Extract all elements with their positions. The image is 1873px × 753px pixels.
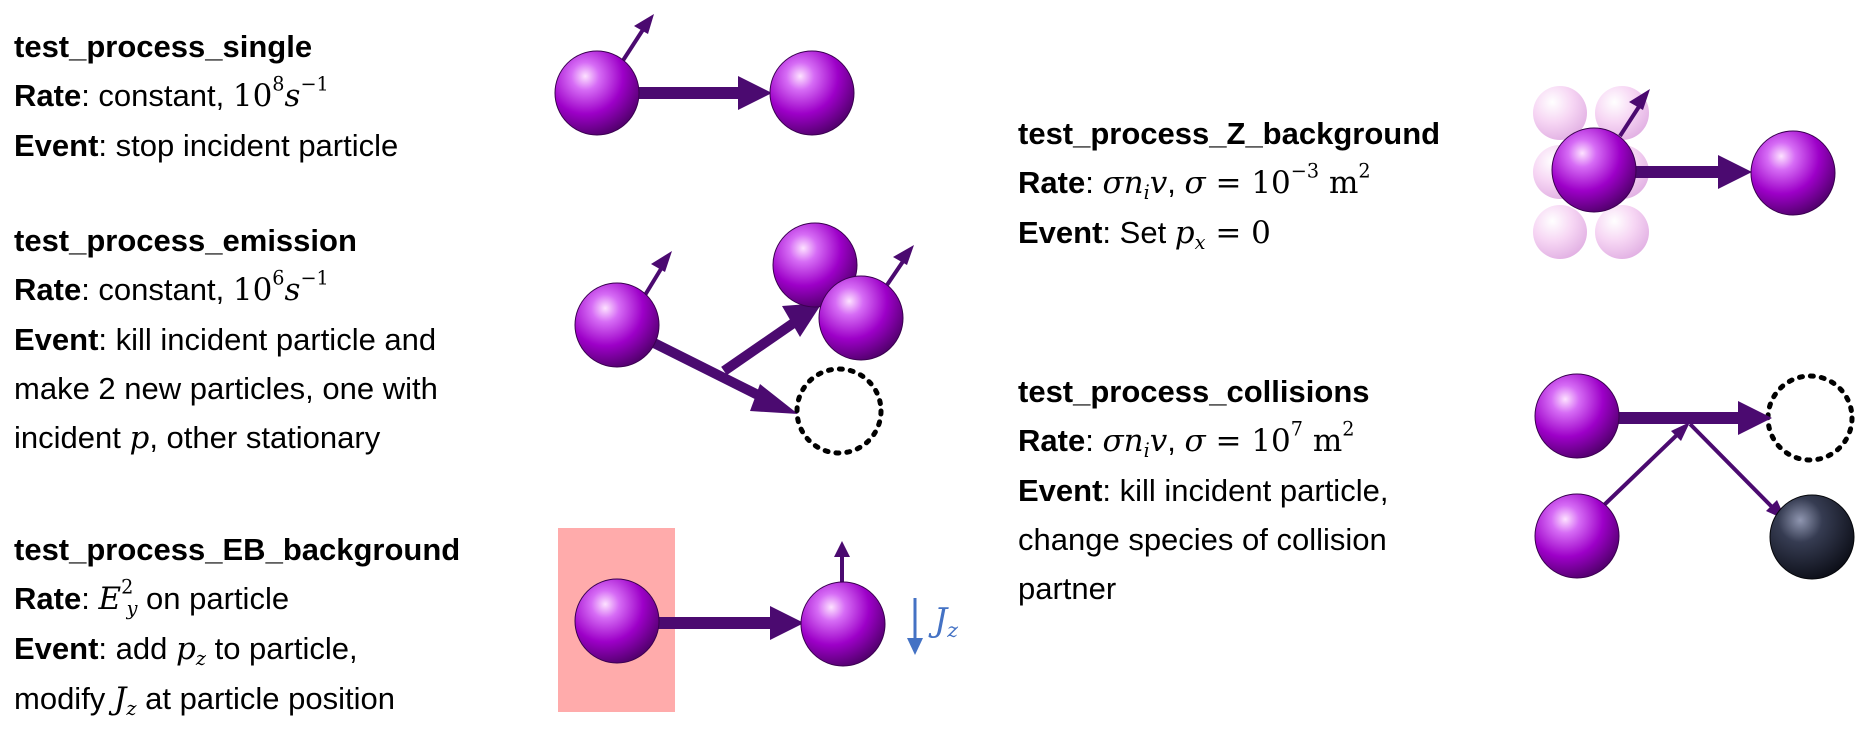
momentum-arrow-head <box>634 14 654 34</box>
momentum-arrow-head <box>893 245 914 265</box>
particle-incident <box>554 50 640 136</box>
partner-arrow-out <box>1688 422 1777 512</box>
event-label: Event <box>14 128 99 163</box>
block-z-background: test_process_Z_background Rate: σniv, σ … <box>1018 109 1440 258</box>
partner-arrow-in <box>1600 430 1682 509</box>
event-label: Event <box>1018 215 1103 250</box>
rate-value: = 107 m2 <box>1205 417 1355 459</box>
process-title: test_process_collisions <box>1018 374 1370 409</box>
block-collisions: test_process_collisions Rate: σniv, σ = … <box>1018 367 1388 613</box>
event-line: Event: stop incident particle <box>14 121 398 170</box>
rate-line: Rate: σniv, σ = 10−3 m2 <box>1018 159 1371 204</box>
block-eb-background: test_process_EB_background Rate: E2y on … <box>14 525 460 724</box>
process-title: test_process_Z_background <box>1018 116 1441 151</box>
particle-stationary-empty <box>794 366 884 456</box>
rate-line: Rate: constant, 106s−1 <box>14 265 438 315</box>
event-label: Event <box>1018 473 1103 508</box>
emission-arrow-upper-head <box>782 303 822 337</box>
background-particle <box>1533 205 1587 259</box>
rate-value: 108s−1 <box>232 72 329 114</box>
rate-expression: E2y <box>98 575 138 620</box>
collision-arrow-head <box>1738 401 1772 435</box>
event-line: Event: kill incident particle, <box>1018 473 1389 508</box>
diagram-collisions <box>1534 373 1855 580</box>
particle-partner <box>1534 493 1620 579</box>
particle-incident <box>1551 127 1637 213</box>
transition-arrow-head <box>738 76 772 110</box>
block-single: test_process_single Rate: constant, 108s… <box>14 22 398 170</box>
momentum-arrow <box>620 23 648 64</box>
momentum-arrow <box>1618 100 1644 138</box>
rate-value: 106s−1 <box>232 266 329 308</box>
event-line: Event: add pz to particle, <box>14 631 358 670</box>
rate-label: Rate <box>1018 423 1086 458</box>
event-line: Event: Set px = 0 <box>1018 215 1271 254</box>
diagram-emission <box>574 222 914 456</box>
event-line-3: partner <box>1018 571 1117 606</box>
particle-incident <box>574 578 660 664</box>
event-text: : kill incident particle and <box>98 322 437 357</box>
particle-changed-species <box>1769 494 1855 580</box>
event-line-3: incident p, other stationary <box>14 420 381 456</box>
particle-stopped <box>1750 130 1836 216</box>
diagram-eb-background <box>558 528 923 712</box>
rate-text: : constant, <box>81 272 233 307</box>
particle-incident <box>1534 373 1620 459</box>
event-line-2: change species of collision <box>1018 522 1387 557</box>
emission-arrow-lower-head <box>750 384 798 414</box>
transition-arrow-head <box>770 606 804 640</box>
rate-line: Rate: constant, 108s−1 <box>14 71 398 121</box>
rate-label: Rate <box>1018 165 1086 200</box>
rate-line: Rate: σniv, σ = 107 m2 <box>1018 417 1355 462</box>
rate-text: : constant, <box>81 78 233 113</box>
event-text: : stop incident particle <box>98 128 399 163</box>
background-particle <box>1533 86 1587 140</box>
block-emission: test_process_emission Rate: constant, 10… <box>14 216 438 463</box>
process-title: test_process_emission <box>14 223 357 258</box>
momentum-arrow-head <box>1629 89 1650 110</box>
diagram-z-background <box>1533 86 1836 259</box>
particle-accelerated <box>800 581 886 667</box>
particle-new-front <box>818 275 904 361</box>
diagram-single <box>554 14 855 136</box>
rate-line: Rate: E2y on particle <box>14 575 290 620</box>
transition-arrow-head <box>1718 155 1752 189</box>
rate-label: Rate <box>14 272 82 307</box>
background-particle <box>1595 205 1649 259</box>
event-line-2: make 2 new particles, one with <box>14 371 438 406</box>
particle-incident <box>574 282 660 368</box>
rate-label: Rate <box>14 78 82 113</box>
pz-arrow-head <box>834 541 850 557</box>
current-jz-label: Jz <box>934 600 959 643</box>
particle-stopped <box>769 50 855 136</box>
particle-killed-empty <box>1765 373 1855 463</box>
momentum-arrow-head <box>651 251 672 272</box>
event-symbol: pz <box>175 631 206 670</box>
rate-expression: σniv <box>1102 423 1168 462</box>
rate-label: Rate <box>14 581 82 616</box>
emission-arrow-upper <box>721 317 798 376</box>
partner-arrow-in-head <box>1671 422 1690 441</box>
process-title: test_process_single <box>14 29 313 64</box>
rate-expression: σniv <box>1102 165 1168 204</box>
event-line-2: modify Jz at particle position <box>14 681 395 720</box>
rate-value: = 10−3 m2 <box>1205 159 1371 201</box>
emission-arrow-lower <box>651 338 771 405</box>
process-title: test_process_EB_background <box>14 532 461 567</box>
current-arrow-head <box>907 638 923 655</box>
event-label: Event <box>14 631 99 666</box>
event-label: Event <box>14 322 99 357</box>
event-line: Event: kill incident particle and <box>14 315 438 364</box>
